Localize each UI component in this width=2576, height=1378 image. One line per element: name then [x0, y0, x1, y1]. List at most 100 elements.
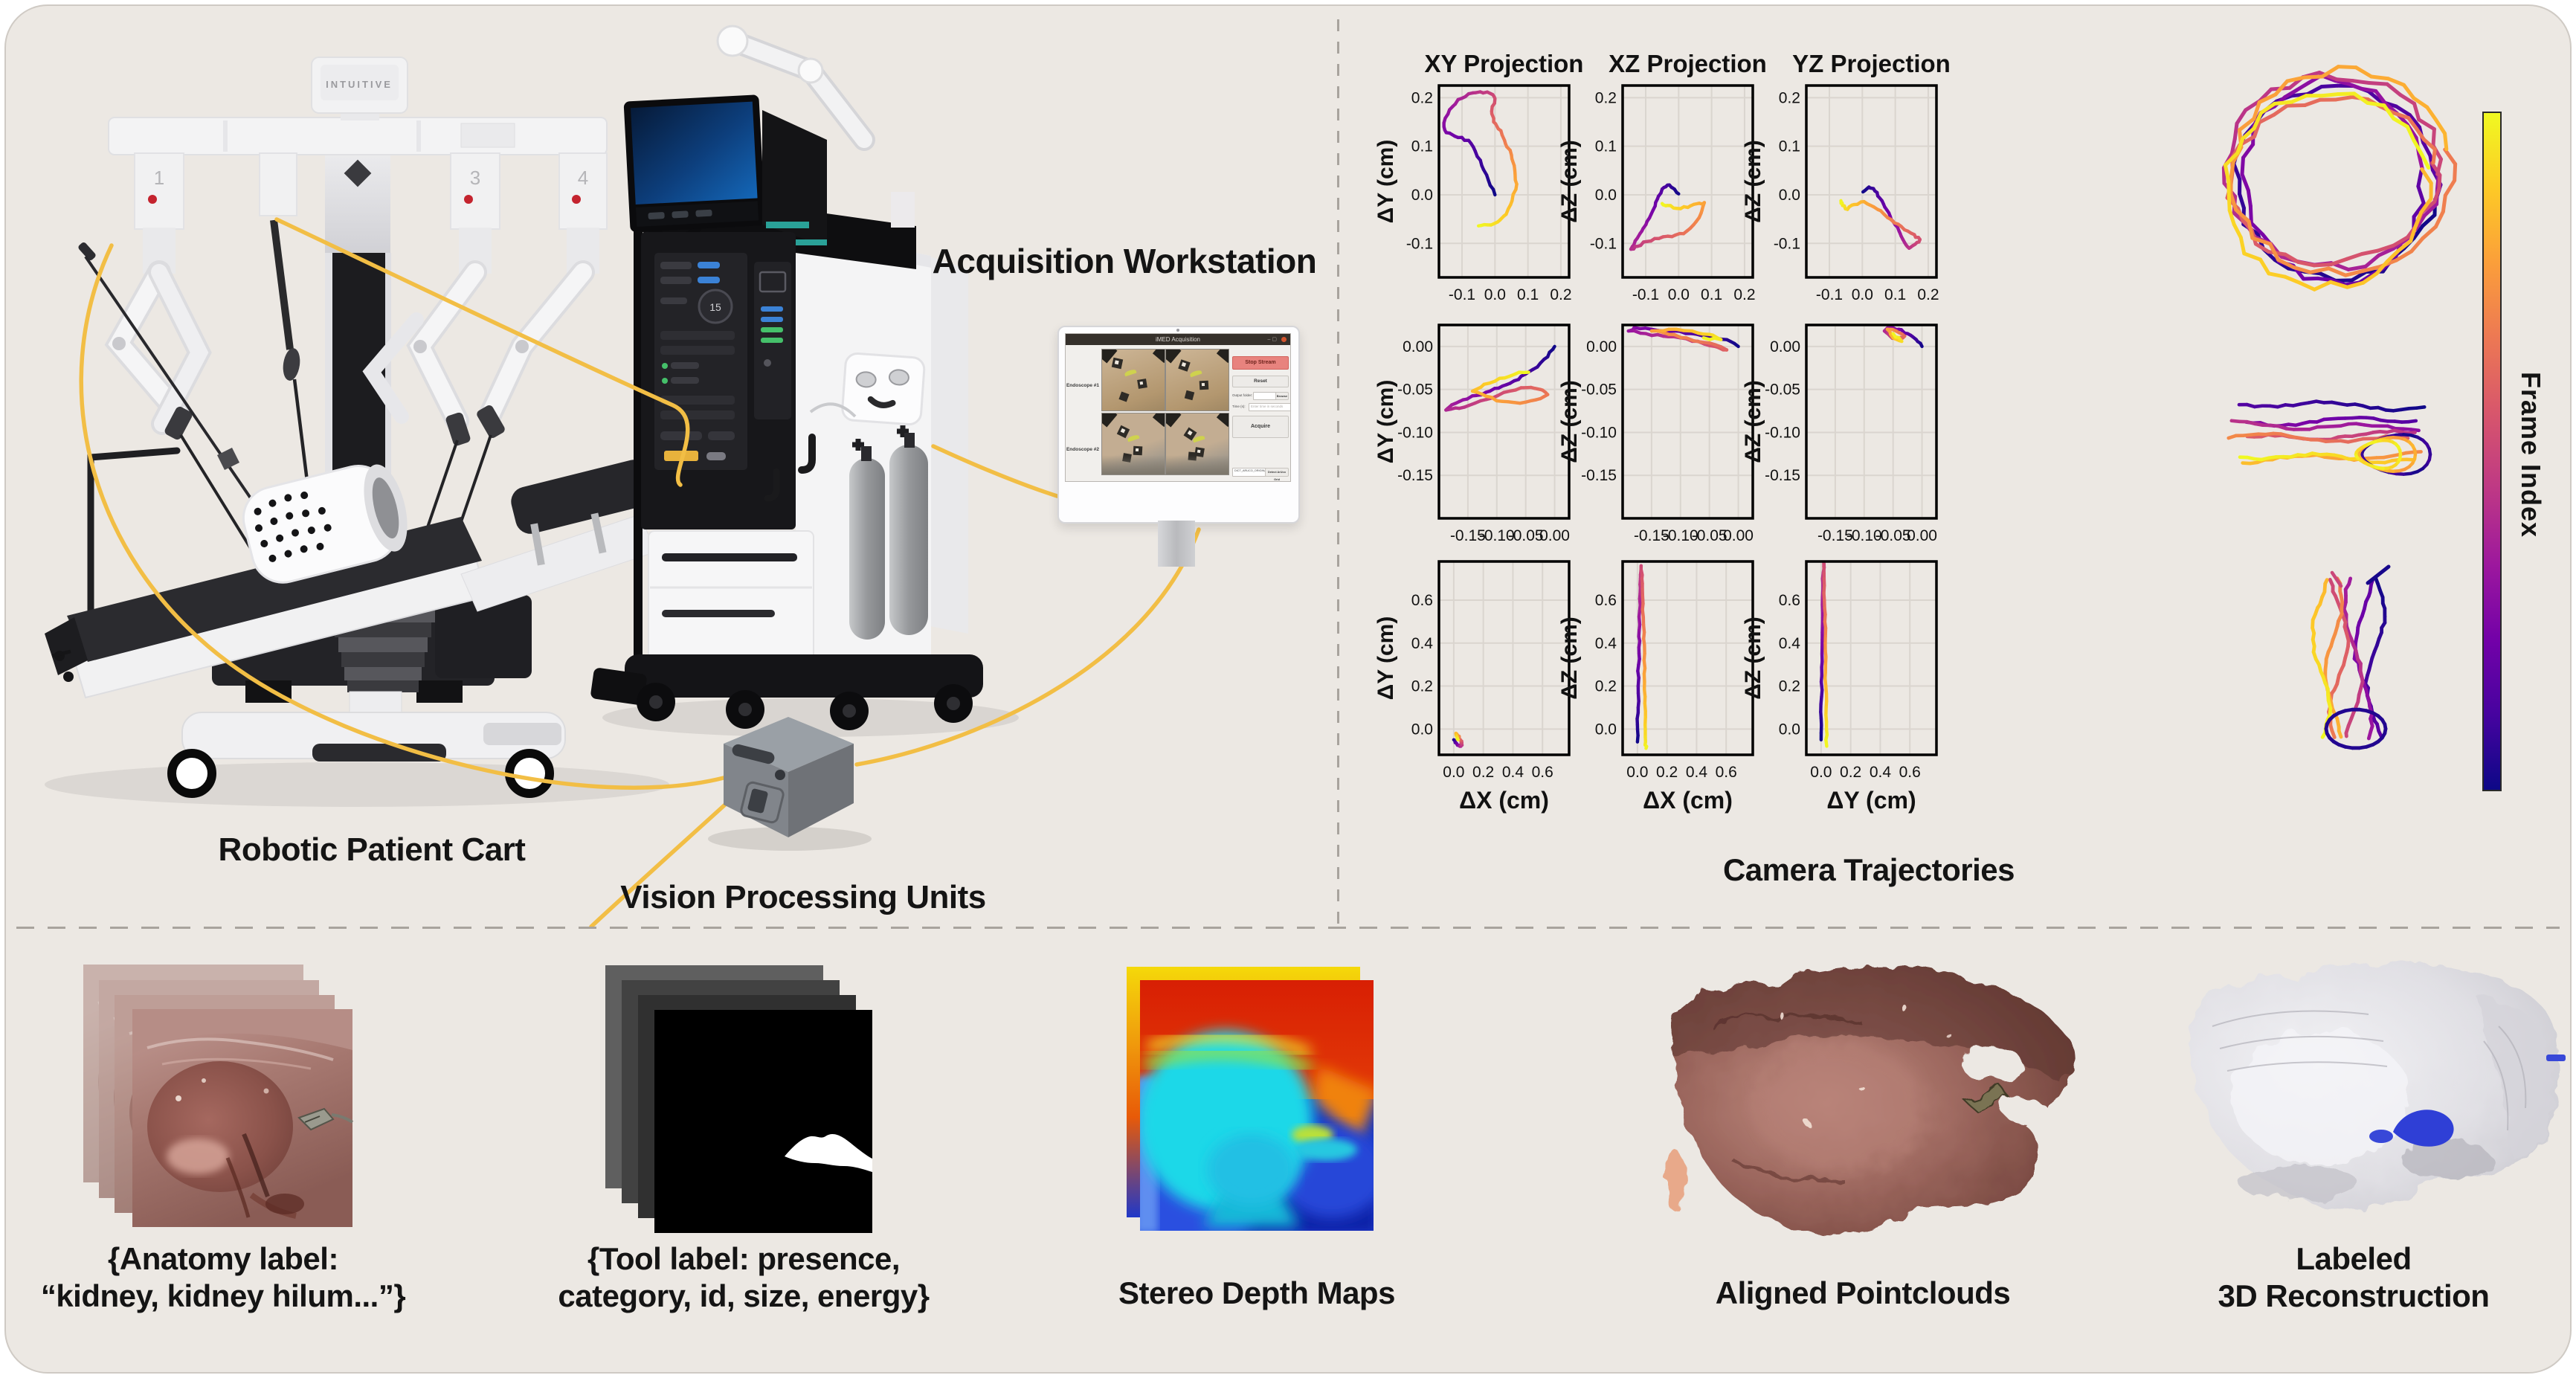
svg-text:-0.05: -0.05	[1692, 527, 1727, 544]
svg-text:-0.10: -0.10	[1479, 527, 1515, 544]
tool-mask-stack	[605, 965, 872, 1233]
svg-text:0.00: 0.00	[1770, 338, 1800, 355]
workstation-label: Acquisition Workstation	[932, 242, 1317, 280]
svg-text:0.2: 0.2	[1917, 286, 1939, 303]
vision-cart-shadow	[602, 698, 1019, 737]
svg-text:-0.1: -0.1	[1632, 286, 1659, 303]
cable-workstation-to-vpu	[854, 527, 1201, 767]
svg-text:0.6: 0.6	[1595, 592, 1617, 609]
svg-text:0.6: 0.6	[1716, 764, 1737, 781]
svg-text:-0.15: -0.15	[1397, 467, 1433, 484]
svg-text:0.0: 0.0	[1484, 286, 1506, 303]
svg-text:-0.1: -0.1	[1406, 235, 1433, 252]
wheel	[505, 749, 554, 798]
svg-text:-0.05: -0.05	[1508, 527, 1544, 544]
monitor-stand	[1158, 521, 1195, 567]
time-label: Time (s):	[1232, 405, 1246, 408]
arm-red-dot	[464, 195, 473, 204]
anatomy-caption: {Anatomy label:“kidney, kidney hilum...”…	[40, 1241, 406, 1313]
svg-text:0.0: 0.0	[1411, 187, 1433, 204]
svg-text:0.1: 0.1	[1411, 138, 1433, 155]
cable-tool-to-vpu	[79, 243, 726, 790]
subplot-r2c1: 0.00-0.05-0.10-0.15-0.15-0.10-0.050.00ΔY…	[1374, 323, 1571, 544]
window-minimize-icon[interactable]: – ▢	[1267, 337, 1277, 342]
svg-text:0.00: 0.00	[1907, 527, 1937, 544]
svg-text:-0.10: -0.10	[1397, 424, 1433, 441]
robotic-patient-cart: INTUITIVE 1 3 4	[45, 57, 657, 798]
frame-index-colorbar	[2482, 112, 2502, 791]
browse-button[interactable]: Browse	[1275, 392, 1289, 400]
horizontal-divider	[16, 927, 2560, 929]
svg-text:0.2: 0.2	[1472, 764, 1494, 781]
svg-text:ΔX (cm): ΔX (cm)	[1459, 787, 1549, 814]
svg-text:-0.15: -0.15	[1450, 527, 1486, 544]
arm-column-1: 1	[134, 152, 184, 274]
time-input[interactable]: Enter time in seconds	[1249, 403, 1290, 411]
window-close-icon[interactable]	[1281, 337, 1287, 342]
svg-text:0.4: 0.4	[1411, 635, 1434, 652]
endoscope-view-thumb	[1101, 349, 1165, 411]
armboard	[460, 460, 657, 612]
cart-diamond-logo	[344, 159, 372, 187]
frame-index-label: Frame Index	[2516, 372, 2546, 538]
rack-side-column	[754, 262, 791, 419]
arm-column-2	[259, 152, 297, 216]
stop-stream-button[interactable]: Stop Stream	[1232, 356, 1289, 370]
svg-text:0.0: 0.0	[1443, 764, 1464, 781]
acquire-button[interactable]: Acquire	[1232, 416, 1289, 438]
output-folder-input[interactable]	[1253, 392, 1277, 400]
svg-text:ΔZ (cm): ΔZ (cm)	[1557, 140, 1582, 223]
arm-number-3: 3	[470, 167, 480, 189]
svg-text:0.2: 0.2	[1779, 678, 1800, 695]
svg-text:0.00: 0.00	[1723, 527, 1754, 544]
detect-aruco-button[interactable]: Detect ArUco Grid	[1265, 468, 1289, 481]
arm-red-dot	[572, 195, 581, 204]
output-folder-label: Output folder:	[1232, 393, 1253, 397]
svg-text:0.6: 0.6	[1411, 592, 1433, 609]
svg-text:XZ Projection: XZ Projection	[1609, 50, 1767, 77]
camera-trajectories-caption: Camera Trajectories	[1722, 852, 2015, 887]
pointcloud-caption: Aligned Pointclouds	[1715, 1275, 2011, 1310]
svg-text:0.0: 0.0	[1852, 286, 1873, 303]
svg-text:0.6: 0.6	[1532, 764, 1553, 781]
svg-text:-0.05: -0.05	[1875, 527, 1911, 544]
patient-body	[242, 464, 408, 584]
svg-text:-0.05: -0.05	[1765, 381, 1800, 399]
svg-text:0.0: 0.0	[1626, 764, 1648, 781]
reconstruction-image	[2187, 962, 2566, 1208]
svg-text:0.2: 0.2	[1550, 286, 1571, 303]
robot-arms	[104, 260, 595, 435]
anatomy-image-stack	[83, 965, 352, 1227]
arm-column-3: 3	[450, 152, 500, 274]
svg-text:0.0: 0.0	[1668, 286, 1690, 303]
brand-label: INTUITIVE	[326, 79, 393, 90]
cable-vpu-down	[589, 802, 727, 929]
svg-text:0.4: 0.4	[1595, 635, 1617, 652]
svg-text:0.0: 0.0	[1595, 187, 1617, 204]
endoscope-view-thumb	[1101, 413, 1165, 475]
svg-text:0.6: 0.6	[1779, 592, 1800, 609]
svg-text:ΔY (cm): ΔY (cm)	[1374, 140, 1398, 224]
svg-text:0.1: 0.1	[1517, 286, 1539, 303]
svg-text:0.0: 0.0	[1411, 721, 1433, 738]
reset-button[interactable]: Reset	[1232, 376, 1289, 387]
vpu-power-button	[775, 770, 785, 780]
svg-text:ΔY (cm): ΔY (cm)	[1826, 787, 1916, 814]
gui-window-title: iMED Acquisition	[1155, 336, 1201, 343]
arm-column-4: 4	[558, 152, 608, 274]
svg-text:-0.1: -0.1	[1449, 286, 1475, 303]
aruco-dict-dropdown[interactable]: DICT_ARUCO_ORIGINAL	[1232, 468, 1266, 477]
gui-titlebar: iMED Acquisition – ▢	[1066, 334, 1290, 345]
wheel	[167, 749, 216, 798]
rack-ui: 15	[660, 262, 735, 461]
webcam-dot	[1176, 329, 1179, 332]
vpu-box	[724, 717, 854, 837]
svg-text:-0.10: -0.10	[1663, 527, 1698, 544]
vertical-divider	[1337, 19, 1339, 924]
svg-text:0.0: 0.0	[1779, 187, 1800, 204]
subplot-r2c3: 0.00-0.05-0.10-0.15-0.15-0.10-0.050.00ΔZ…	[1741, 323, 1938, 544]
recon-blue-segment	[2393, 1110, 2454, 1147]
